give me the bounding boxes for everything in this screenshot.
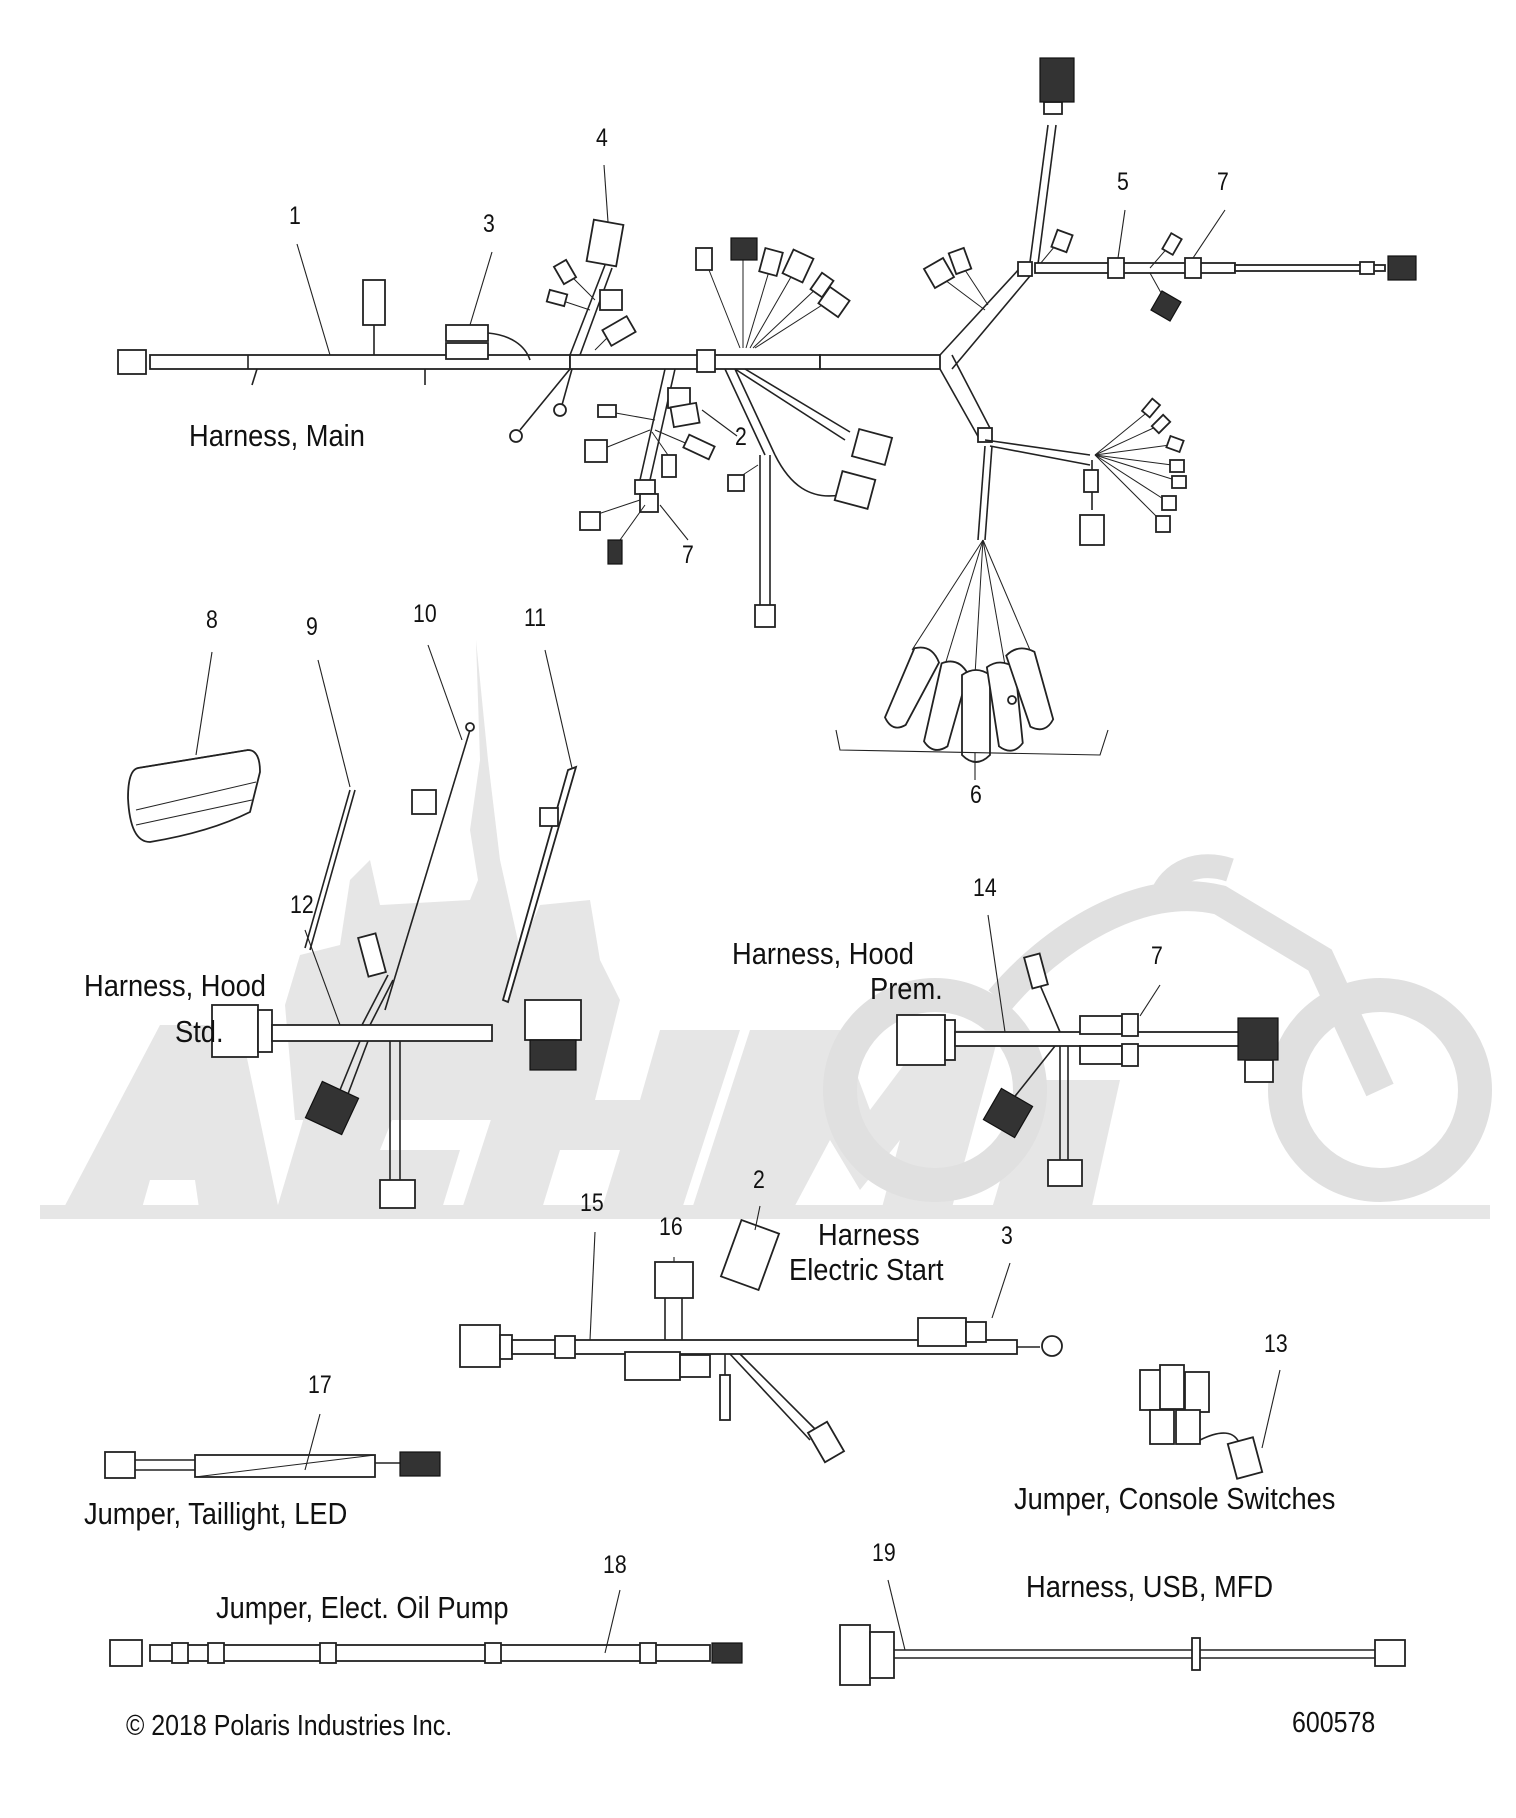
callout-16: 16 [659, 1213, 683, 1241]
label-hood-std-line1: Harness, Hood [84, 968, 266, 1003]
callout-7-prem: 7 [1151, 942, 1163, 970]
callout-7-low: 7 [682, 541, 694, 569]
usb-harness-drawing [839, 1579, 1406, 1686]
hood-prem-harness-drawing [896, 914, 1279, 1187]
callout-18: 18 [603, 1551, 627, 1579]
sensor-bundle [884, 539, 1055, 763]
callout-8: 8 [206, 606, 218, 634]
label-usb-mfd: Harness, USB, MFD [1026, 1569, 1274, 1604]
callout-9: 9 [306, 613, 318, 641]
oil-pump-jumper-drawing [109, 1589, 743, 1667]
callout-3-estart: 3 [1001, 1222, 1013, 1250]
label-hood-std-line2: Std. [175, 1014, 224, 1049]
callout-2-main: 2 [735, 423, 747, 451]
label-hood-prem-line1: Harness, Hood [732, 936, 914, 971]
callout-3: 3 [483, 210, 495, 238]
hood-std-harness-drawing [211, 929, 582, 1209]
electric-start-harness-drawing [459, 1205, 1063, 1464]
callout-12: 12 [290, 891, 314, 919]
watermark [40, 640, 1492, 1219]
callout-11: 11 [524, 604, 547, 632]
callout-13: 13 [1264, 1330, 1288, 1358]
callout-2-estart: 2 [753, 1166, 765, 1194]
label-harness-main: Harness, Main [189, 418, 365, 453]
callout-7-top: 7 [1217, 168, 1229, 196]
callout-19: 19 [872, 1539, 896, 1567]
small-parts-drawing [127, 644, 578, 1011]
callout-14: 14 [973, 874, 997, 902]
taillight-jumper-drawing [104, 1413, 441, 1479]
main-harness-drawing [117, 57, 1417, 780]
label-estart-line2: Electric Start [789, 1252, 944, 1287]
label-hood-prem-line2: Prem. [870, 971, 943, 1006]
callout-6: 6 [970, 781, 982, 809]
callout-15: 15 [580, 1189, 604, 1217]
drawing-number: 600578 [1292, 1707, 1376, 1739]
label-taillight: Jumper, Taillight, LED [84, 1496, 348, 1531]
label-console-switches: Jumper, Console Switches [1014, 1481, 1336, 1516]
callout-4: 4 [596, 124, 608, 152]
console-switches-jumper-drawing [1139, 1364, 1281, 1480]
callout-10: 10 [413, 600, 437, 628]
callout-5: 5 [1117, 168, 1129, 196]
callout-1: 1 [289, 202, 301, 230]
label-oil-pump: Jumper, Elect. Oil Pump [216, 1590, 509, 1625]
copyright-notice: © 2018 Polaris Industries Inc. [126, 1710, 453, 1742]
callout-17: 17 [308, 1371, 332, 1399]
label-estart-line1: Harness [818, 1217, 920, 1252]
